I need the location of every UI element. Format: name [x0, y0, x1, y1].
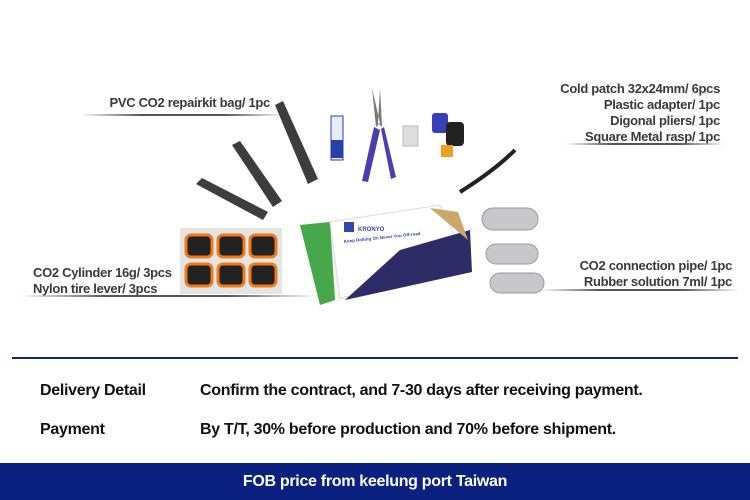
co2-connection-pipe — [458, 148, 517, 194]
separator-line — [12, 357, 738, 359]
tire-lever — [196, 101, 318, 220]
metal-rasp — [402, 125, 419, 147]
box-brand: KRONYO — [358, 227, 385, 233]
co2-cylinder — [481, 207, 545, 294]
label-underline — [565, 143, 725, 145]
payment-value: By T/T, 30% before production and 70% be… — [200, 421, 616, 438]
label-underline — [540, 289, 740, 291]
delivery-value: Confirm the contract, and 7-30 days afte… — [200, 382, 643, 399]
footer-banner: FOB price from keelung port Taiwan — [0, 463, 750, 500]
label-group-top-right: Cold patch 32x24mm/ 6pcs Plastic adapter… — [520, 81, 720, 145]
plastic-adapter — [432, 113, 464, 157]
label-pvc-bag: PVC CO2 repairkit bag/ 1pc — [109, 95, 270, 110]
rubber-solution-tube — [330, 115, 344, 161]
cold-patch-sheet — [180, 228, 282, 294]
diagonal-pliers — [362, 88, 396, 182]
label-plastic-adapter: Plastic adapter/ 1pc — [603, 97, 720, 112]
label-cold-patch: Cold patch 32x24mm/ 6pcs — [560, 81, 720, 96]
product-illustration: KRONYO Keep Rolling On Never You Off-roa… — [180, 88, 545, 305]
label-group-bottom-left: CO2 Cylinder 16g/ 3pcs Nylon tire lever/… — [33, 265, 172, 297]
label-metal-rasp: Square Metal rasp/ 1pc — [584, 129, 720, 144]
payment-label: Payment — [40, 421, 105, 438]
label-connection-pipe: CO2 connection pipe/ 1pc — [579, 258, 733, 273]
label-rubber-solution: Rubber solution 7ml/ 1pc — [583, 274, 732, 289]
label-tire-lever: Nylon tire lever/ 3pcs — [33, 281, 158, 296]
label-co2-cylinder: CO2 Cylinder 16g/ 3pcs — [33, 265, 172, 280]
delivery-label: Delivery Detail — [40, 382, 146, 399]
label-underline — [20, 295, 315, 297]
kronyo-box: KRONYO Keep Rolling On Never You Off-roa… — [300, 204, 472, 305]
label-pliers: Digonal pliers/ 1pc — [610, 113, 720, 128]
label-underline — [80, 114, 285, 116]
label-group-bottom-right: CO2 connection pipe/ 1pc Rubber solution… — [530, 258, 733, 290]
